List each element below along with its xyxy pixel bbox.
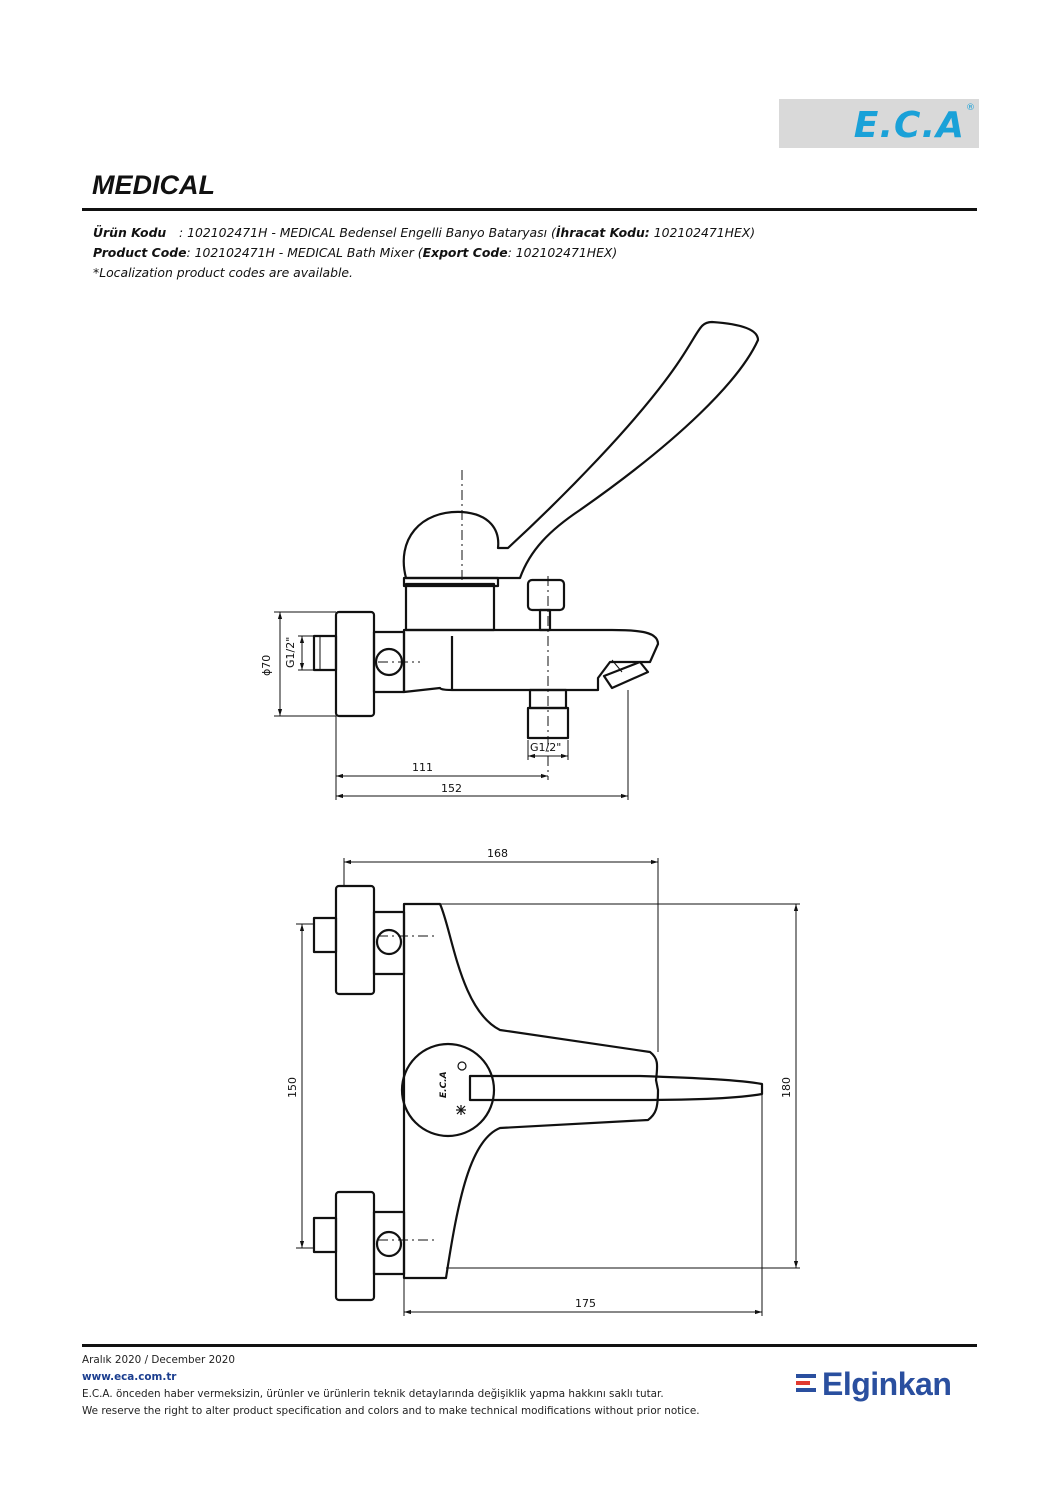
- footer-disclaimer-en: We reserve the right to alter product sp…: [82, 1405, 700, 1417]
- side-view-dimensions: [274, 611, 629, 800]
- code-label-en: Product Code: [93, 245, 187, 260]
- export-label-tr: İhracat Kodu:: [555, 225, 650, 240]
- top-view-centerlines: [378, 935, 436, 1241]
- dim-180: 180: [780, 1077, 793, 1098]
- export-label-en: Export Code: [422, 245, 508, 260]
- side-view: [312, 320, 760, 740]
- hot-symbol-icon: [457, 1061, 467, 1071]
- page-title: MEDICAL: [92, 170, 215, 200]
- footer-divider: [82, 1344, 977, 1347]
- eca-logo-text: E.C.A: [853, 105, 965, 146]
- dim-168: 168: [487, 847, 508, 860]
- dim-152: 152: [441, 782, 462, 795]
- product-codes: Ürün Kodu : 102102471H - MEDICAL Bedensel…: [93, 223, 755, 283]
- code-value-tr: : 102102471H - MEDICAL Bedensel Engelli …: [179, 225, 556, 240]
- cold-symbol-icon: [456, 1105, 466, 1115]
- footer-website-link[interactable]: www.eca.com.tr: [82, 1371, 177, 1383]
- code-label-tr: Ürün Kodu: [93, 225, 167, 240]
- footer-date: Aralık 2020 / December 2020: [82, 1354, 236, 1366]
- dim-diameter-70: ϕ70: [260, 655, 273, 676]
- top-view-dimensions: [296, 858, 800, 1316]
- dim-175: 175: [575, 1297, 596, 1310]
- plate-eca-mark: E.C.A: [439, 1071, 449, 1098]
- dim-thread-g12-left: G1/2": [284, 637, 297, 668]
- elginkan-bars-icon: [796, 1374, 816, 1395]
- footer-disclaimer-tr: E.C.A. önceden haber vermeksizin, ürünle…: [82, 1388, 664, 1400]
- export-value-tr: 102102471HEX): [649, 225, 756, 240]
- eca-logo: E.C.A ®: [779, 99, 979, 148]
- footer: Aralık 2020 / December 2020 www.eca.com.…: [82, 1352, 700, 1420]
- title-divider: [82, 208, 977, 211]
- dim-150: 150: [286, 1077, 299, 1098]
- code-value-en: : 102102471H - MEDICAL Bath Mixer (: [186, 245, 423, 260]
- dim-111: 111: [412, 761, 433, 774]
- top-view: [312, 884, 764, 1302]
- localization-note: *Localization product codes are availabl…: [93, 265, 353, 280]
- elginkan-logo: Elginkan: [796, 1366, 986, 1406]
- registered-mark: ®: [966, 103, 975, 113]
- product-code-tr: Ürün Kodu : 102102471H - MEDICAL Bedensel…: [93, 223, 755, 243]
- side-view-centerlines: [378, 470, 549, 780]
- product-code-en: Product Code: 102102471H - MEDICAL Bath …: [93, 243, 755, 263]
- export-value-en: : 102102471HEX): [507, 245, 618, 260]
- dim-thread-g12-bottom: G1/2": [530, 741, 561, 754]
- elginkan-logo-text: Elginkan: [822, 1366, 952, 1402]
